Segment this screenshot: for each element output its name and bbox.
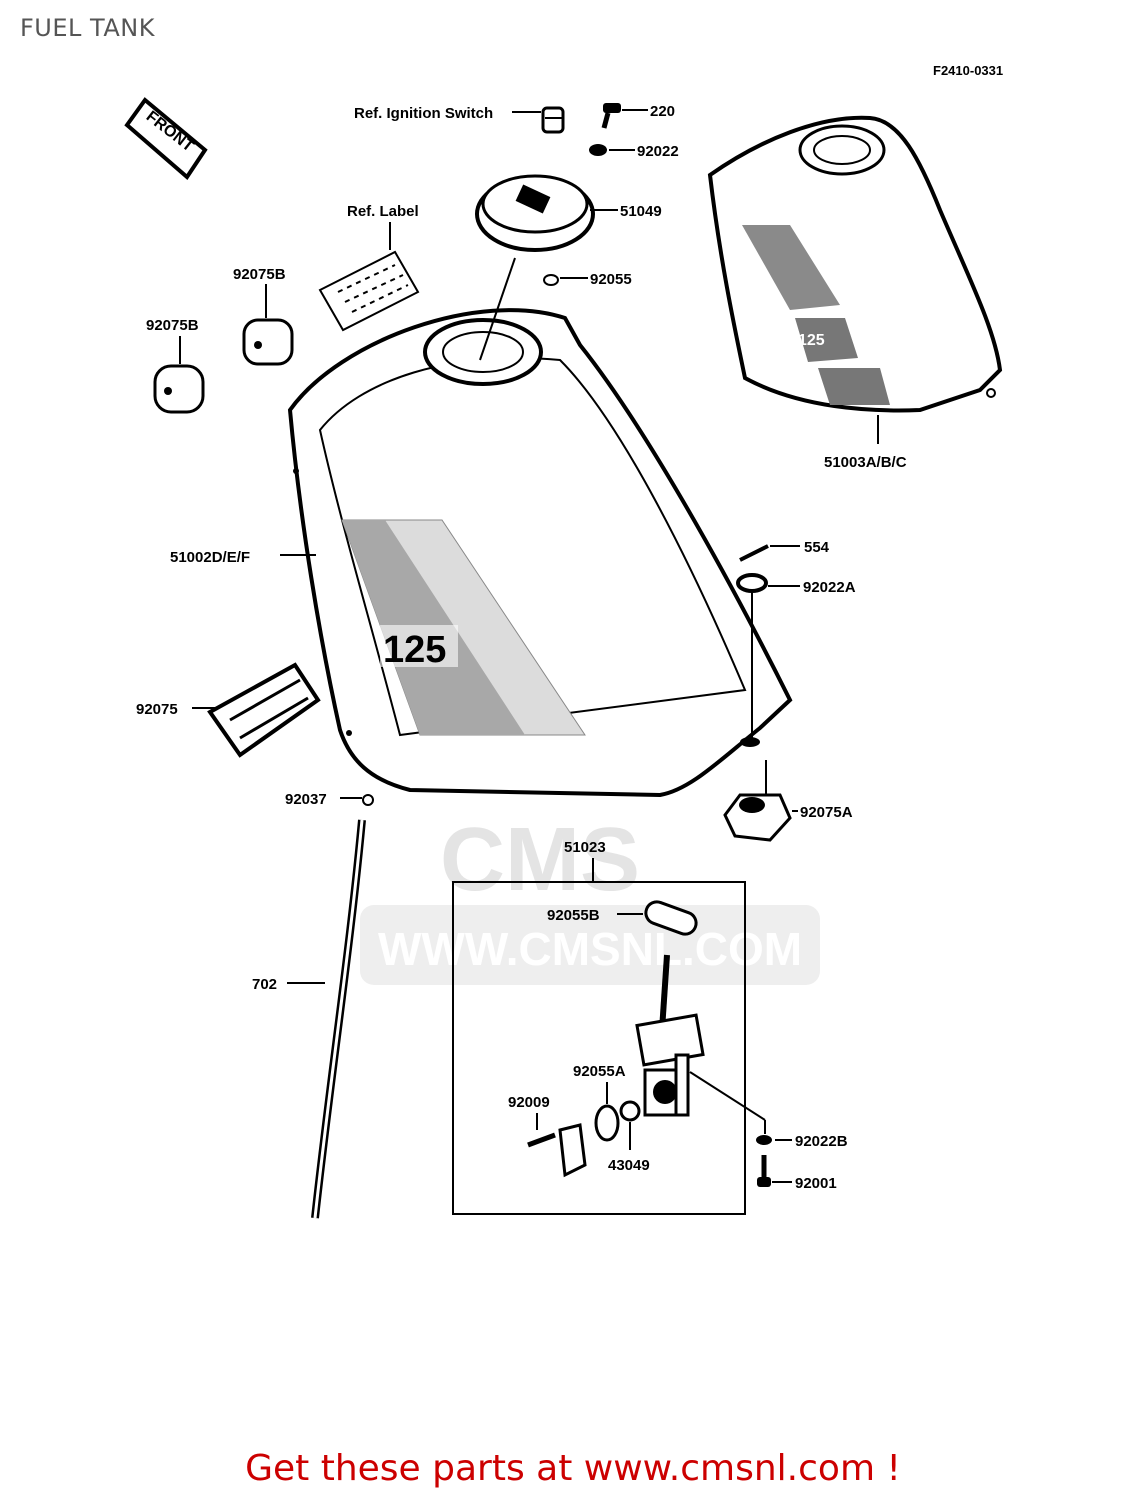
page-title: FUEL TANK: [20, 14, 155, 42]
clip-92037: [362, 794, 374, 806]
tank-cover-51003: 125: [707, 115, 1003, 413]
label-220: 220: [650, 103, 675, 120]
label-51023: 51023: [564, 839, 606, 856]
label-92001: 92001: [795, 1175, 837, 1192]
label-51003: 51003A/B/C: [824, 454, 907, 471]
washer-92022: [589, 144, 607, 156]
ignition-switch-plug: [541, 106, 565, 134]
label-92009: 92009: [508, 1094, 550, 1111]
warning-label-sticker: [318, 250, 420, 332]
label-92075b-upper: 92075B: [233, 266, 286, 283]
label-92022a: 92022A: [803, 579, 856, 596]
label-702: 702: [252, 976, 277, 993]
damper-92075a: [723, 793, 792, 842]
washer-92022b: [756, 1135, 772, 1145]
label-ref-ignition-switch: Ref. Ignition Switch: [354, 105, 493, 122]
watermark-logo: CMS: [440, 810, 640, 910]
fuel-tank-51002: 125: [287, 308, 793, 798]
screw-92009: [527, 1132, 556, 1148]
oring-92055: [543, 274, 559, 286]
fuel-cock-body: [635, 954, 705, 1117]
label-43049: 43049: [608, 1157, 650, 1174]
label-51002: 51002D/E/F: [170, 549, 250, 566]
watermark-url: WWW.CMSNL.COM: [378, 923, 802, 975]
lever-plate: [558, 1123, 587, 1178]
label-92055a: 92055A: [573, 1063, 626, 1080]
label-92055b: 92055B: [547, 907, 600, 924]
screw-220: [601, 103, 621, 129]
fuel-tank-exploded-diagram: CMS WWW.CMSNL.COM F2410-0331 FRONT Ref. …: [124, 63, 1003, 1219]
fuel-cock-assembly-box: [452, 881, 746, 1215]
label-92022b: 92022B: [795, 1133, 848, 1150]
label-92055: 92055: [590, 271, 632, 288]
cover-badge-125: 125: [798, 332, 825, 349]
damper-92075b-upper: [242, 318, 294, 366]
tank-badge-125: 125: [383, 629, 446, 671]
oring-92055a: [594, 1104, 620, 1142]
washer-92022a: [736, 573, 768, 593]
label-554: 554: [804, 539, 830, 556]
strainer-92055b: [644, 900, 698, 936]
clip-554: [739, 544, 769, 562]
label-ref-label: Ref. Label: [347, 203, 419, 220]
damper-92075b-lower: [153, 364, 205, 414]
figure-code: F2410-0331: [933, 63, 1003, 78]
label-92075b-lower: 92075B: [146, 317, 199, 334]
cmsnl-footer-link[interactable]: Get these parts at www.cmsnl.com !: [245, 1448, 901, 1489]
bolt-92001: [757, 1155, 771, 1187]
label-51049: 51049: [620, 203, 662, 220]
fuel-cap-51049: [475, 174, 595, 252]
damper-92075: [207, 662, 321, 758]
label-92075: 92075: [136, 701, 178, 718]
label-92037: 92037: [285, 791, 327, 808]
label-92022: 92022: [637, 143, 679, 160]
front-arrow-icon: FRONT: [124, 97, 208, 180]
gasket-43049: [619, 1100, 641, 1122]
label-92075a: 92075A: [800, 804, 853, 821]
